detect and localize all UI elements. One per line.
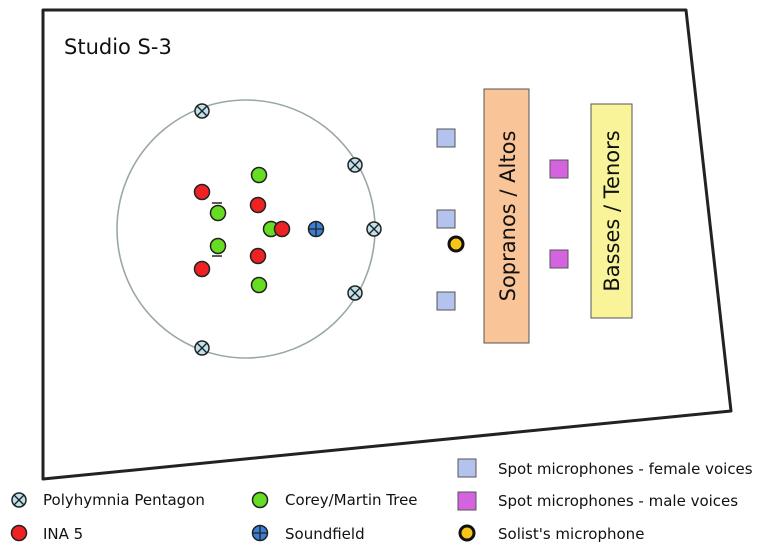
spot-mic-female	[436, 209, 456, 229]
spot-mics-female	[436, 128, 456, 311]
ina5-mic	[249, 247, 267, 265]
spot-mic-female	[436, 291, 456, 311]
polyhymnia-mic	[194, 340, 210, 356]
legend-soundfield-icon	[251, 524, 269, 542]
legend-spot-female-label: Spot microphones - female voices	[498, 460, 753, 478]
ina5-mic	[249, 196, 267, 214]
ina5-mics	[193, 183, 291, 278]
spot-mic-male	[549, 249, 569, 269]
spot-mic-male	[549, 159, 569, 179]
polyhymnia-mic	[194, 103, 210, 119]
legend-soundfield-label: Soundfield	[285, 525, 365, 543]
legend-ina5-label: INA 5	[43, 525, 83, 543]
corey-martin-mic	[250, 166, 268, 184]
corey-martin-mic	[209, 237, 227, 255]
polyhymnia-mic	[347, 285, 363, 301]
legend-spot-male-swatch	[457, 491, 477, 511]
legend-corey-martin-label: Corey/Martin Tree	[285, 491, 418, 509]
legend-spot-male-label: Spot microphones - male voices	[498, 492, 738, 510]
ina5-mic	[273, 220, 291, 238]
legend-ina5-icon	[10, 524, 28, 542]
sopranos-altos-label: Sopranos / Altos	[496, 131, 520, 302]
polyhymnia-mics	[194, 103, 382, 356]
legend-corey-martin-icon	[251, 491, 269, 509]
polyhymnia-mic	[366, 221, 382, 237]
studio-title: Studio S-3	[64, 35, 172, 59]
legend-solist-label: Solist's microphone	[498, 525, 644, 543]
ina5-mic	[193, 260, 211, 278]
basses-tenors-label: Basses / Tenors	[600, 130, 624, 291]
legend-polyhymnia-label: Polyhymnia Pentagon	[43, 491, 205, 509]
basses-tenors-box	[590, 103, 633, 319]
sopranos-altos-box	[483, 88, 530, 344]
spot-mic-female	[436, 128, 456, 148]
corey-martin-mic	[250, 276, 268, 294]
ina5-mic	[193, 183, 211, 201]
legend-solist-icon	[458, 524, 476, 542]
legend-polyhymnia-icon	[11, 492, 27, 508]
polyhymnia-mic	[347, 157, 363, 173]
legend-spot-female-swatch	[457, 458, 477, 478]
corey-martin-mic	[209, 204, 227, 222]
solist-mic	[447, 235, 465, 253]
spot-mics-male	[549, 159, 569, 269]
soundfield-mic	[307, 220, 325, 238]
legend: Spot microphones - female voices Polyhym…	[10, 458, 753, 543]
studio-room-outline	[41, 8, 733, 481]
